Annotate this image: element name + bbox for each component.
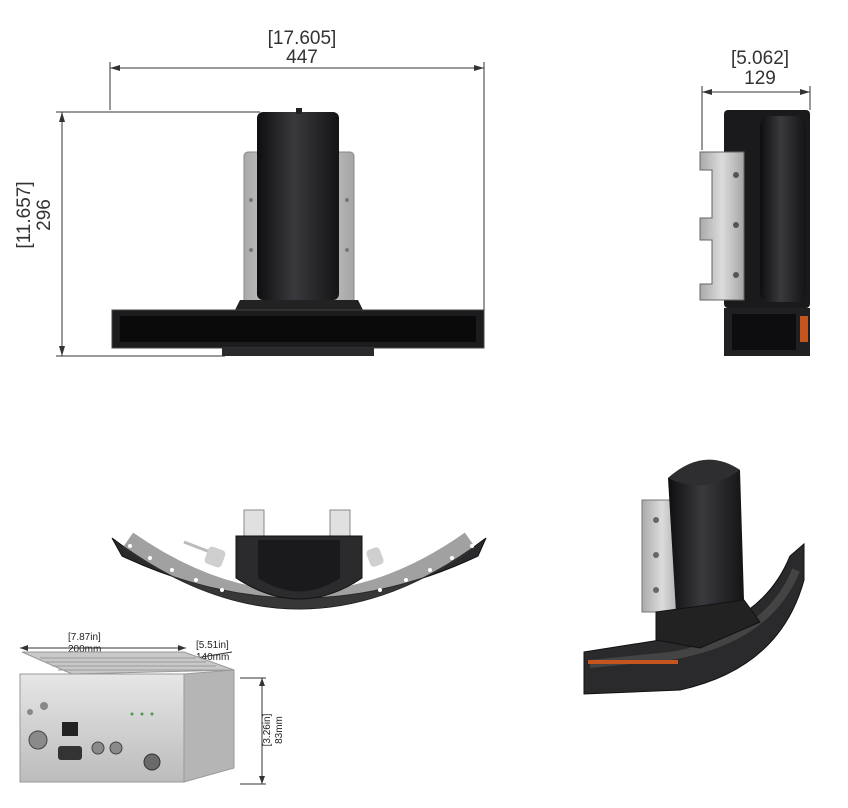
controller-view: [7.87in] 200mm [5.51in] 140mm [3.26in] 8… [19,632,285,785]
side-view: [5.062] 129 [699,48,811,356]
controller-side-panel [183,669,235,783]
front-width-inches: [17.605] [268,28,337,49]
front-height-mm: 296 [34,199,55,231]
front-width-dimension: [17.605] 447 [109,28,485,310]
front-height-inches: [11.657] [14,181,35,248]
side-bracket [699,151,745,301]
controller-length-mm: 200mm [68,644,101,655]
controller-width-mm: 140mm [196,652,229,663]
front-height-dimension: [11.657] 296 [14,111,260,357]
side-depth-mm: 129 [744,68,776,89]
front-view: [17.605] 447 [11.657] 296 [14,28,485,357]
controller-height-mm: 83mm [274,716,285,744]
front-flange [234,300,364,312]
iso-base [655,599,761,649]
connector-icon [109,741,123,755]
controller-width-inches: [5.51in] [196,640,229,651]
controller-height-inches: [3.26in] [262,713,273,746]
network-port-icon [62,722,78,736]
iso-orange-strip [588,660,678,664]
controller-length-inches: [7.87in] [68,632,101,643]
top-view [111,509,487,610]
connector-icon [143,753,161,771]
connector-icon [91,741,105,755]
connector-icon [28,730,48,750]
top-cylinder [258,540,340,592]
serial-port-icon [58,746,82,760]
side-depth-inches: [5.062] [731,48,789,69]
side-depth-dimension: [5.062] 129 [701,48,811,150]
top-fastener-left [183,540,226,568]
iso-view [583,459,805,695]
front-cylinder-body [257,112,339,300]
controller-front-panel [19,673,185,783]
top-fastener-right [366,547,384,567]
iso-cylinder [668,459,744,618]
front-width-mm: 447 [286,47,318,68]
